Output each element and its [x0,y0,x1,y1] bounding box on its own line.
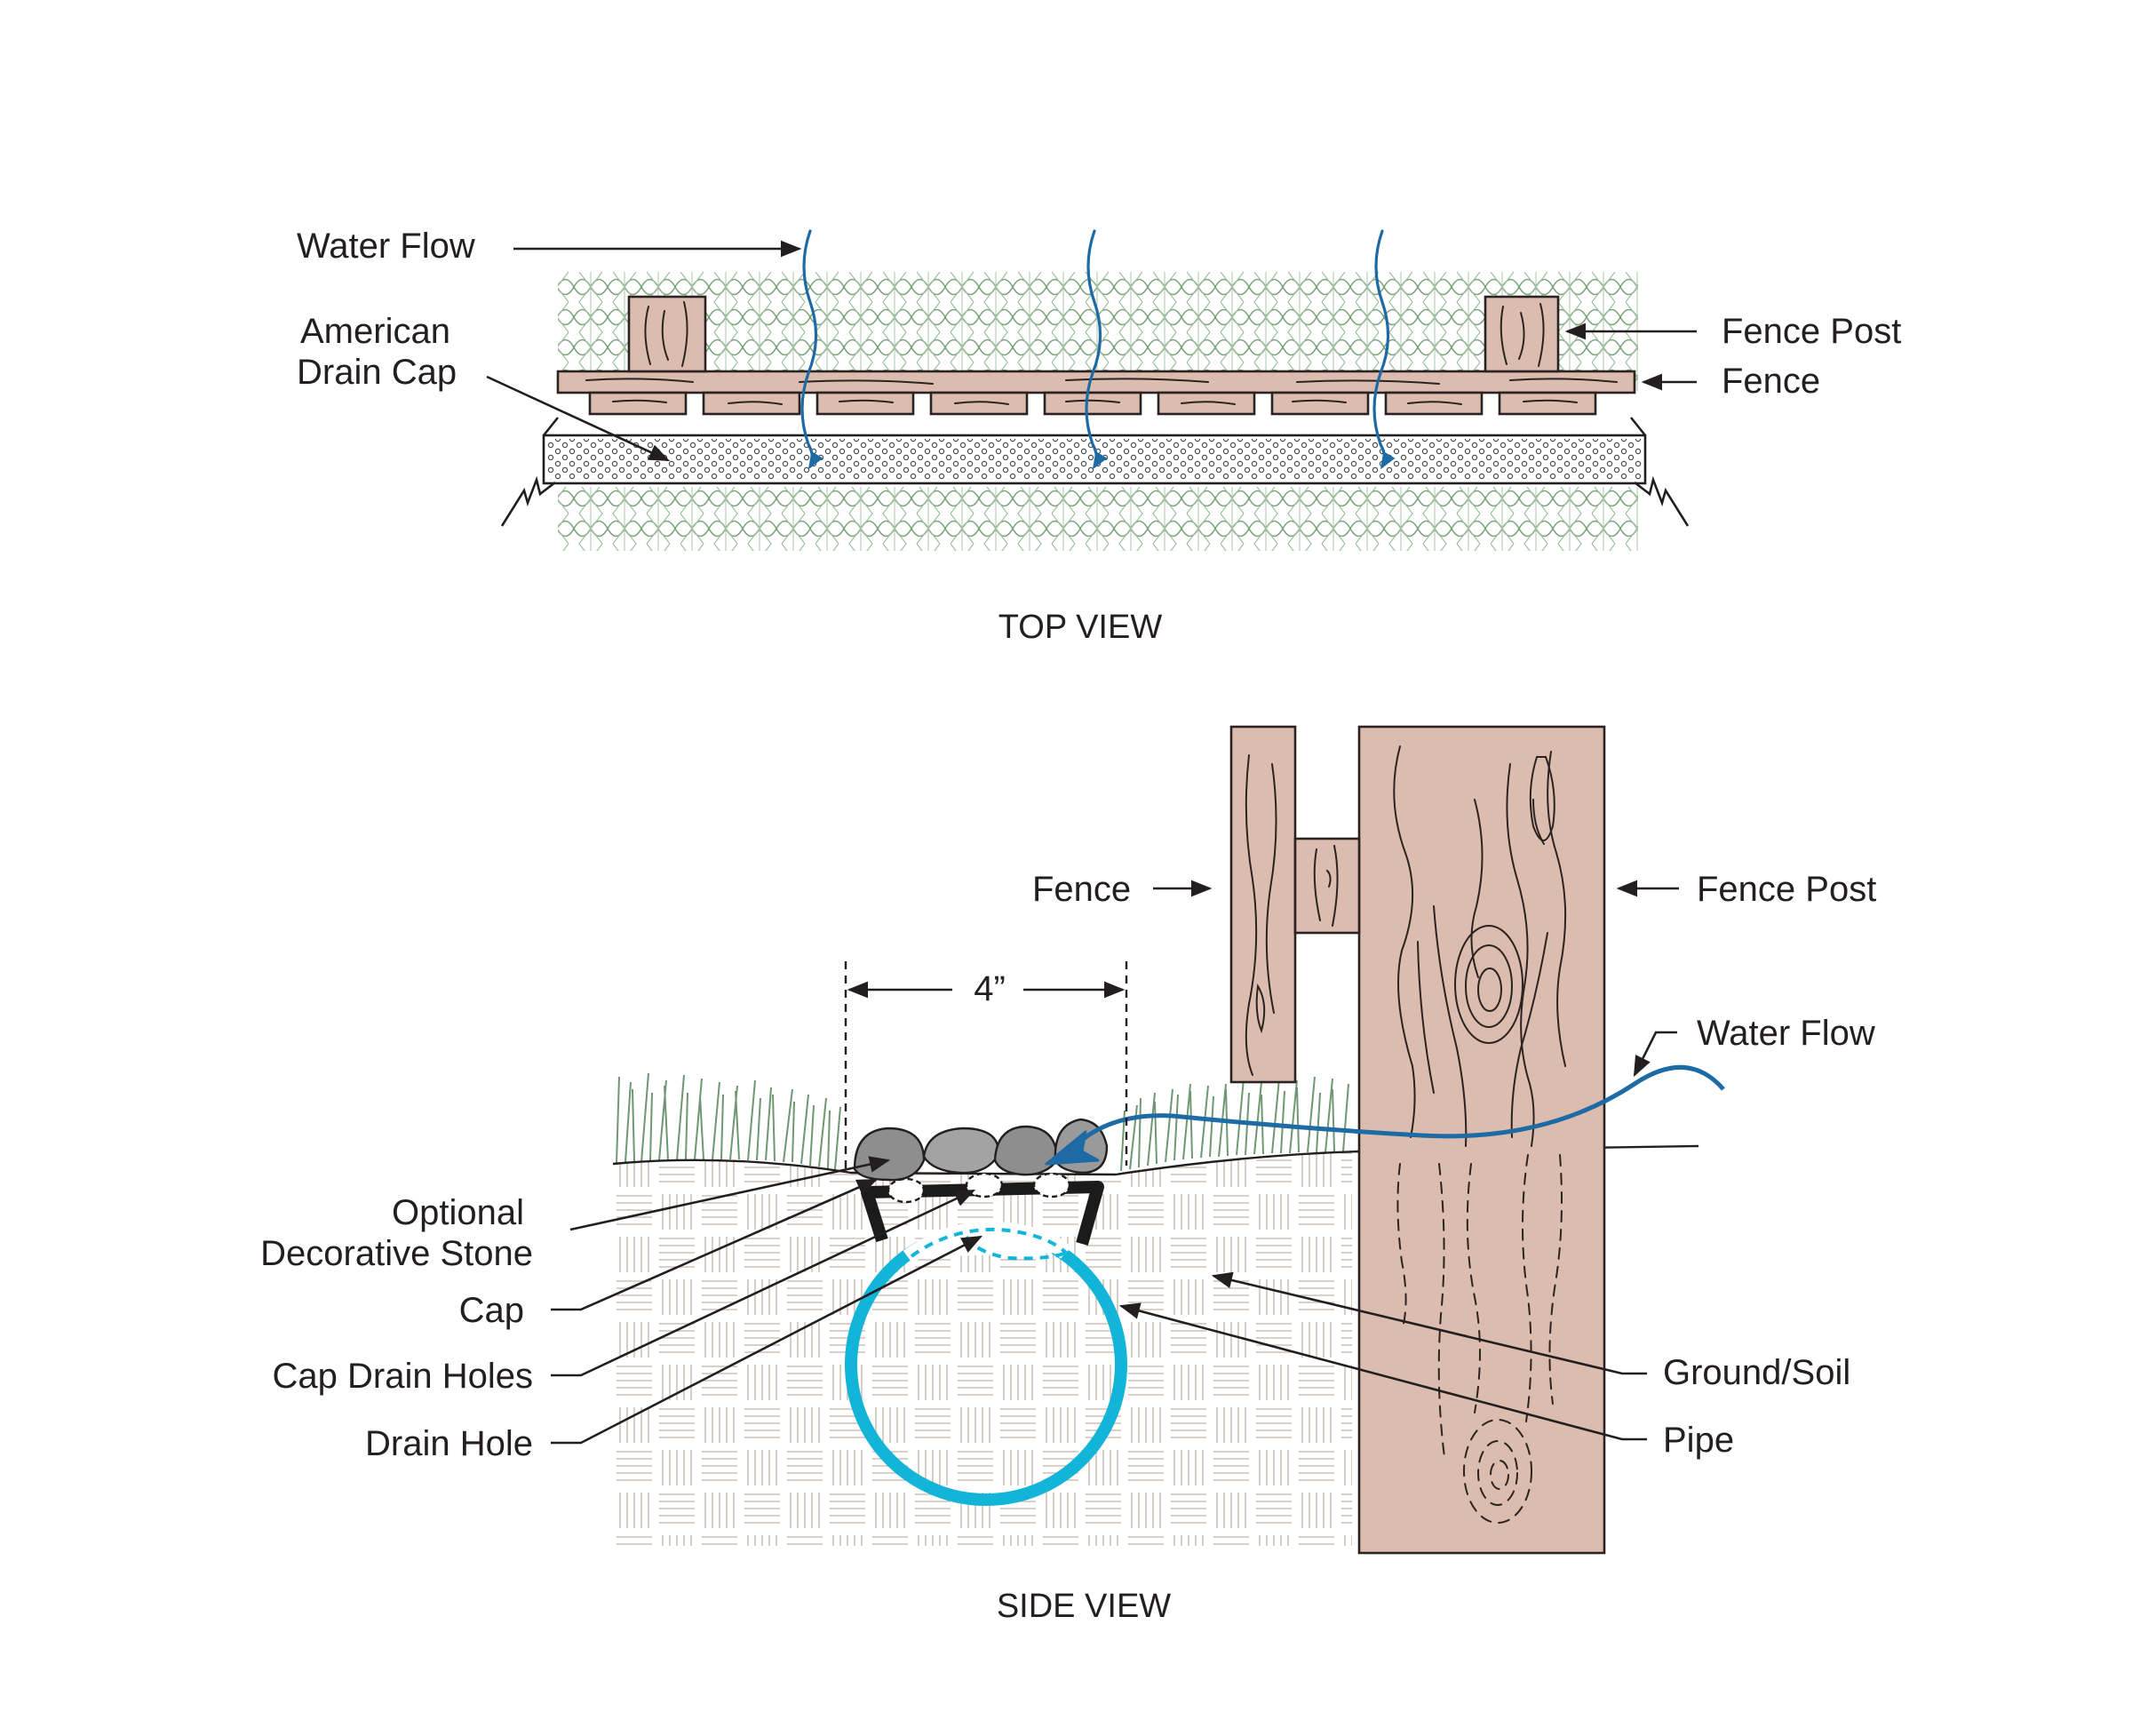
cap [861,1172,1104,1246]
side-label-decorative-stone-line2: Decorative Stone [260,1234,533,1273]
top-fence-post-right [1484,295,1560,373]
break-symbol-right [1634,475,1690,527]
side-label-cap-drain-holes: Cap Drain Holes [273,1357,533,1396]
cap-drain-hole-1 [887,1177,926,1204]
ground-line [612,1144,1699,1176]
top-label-drain-cap-line1: American [300,312,450,351]
side-water-flow-arrowhead [1045,1130,1100,1166]
side-label-drain-hole: Drain Hole [365,1424,533,1463]
side-fence [1229,725,1361,1084]
soil-ground [613,1151,1352,1546]
side-view-title: SIDE VIEW [997,1588,1171,1625]
top-label-water-flow: Water Flow [297,227,475,266]
top-fence-post-left [627,295,707,373]
side-arrow-ground-soil [1211,1271,1647,1375]
cap-drain-hole-3 [1032,1172,1071,1198]
pipe [845,1221,1127,1506]
top-water-flow-2 [1085,229,1108,470]
side-arrow-pipe [1118,1302,1647,1441]
top-fence [556,370,1636,416]
top-view: Water Flow American Drain Cap Fence Post… [297,227,1901,646]
side-label-fence-post: Fence Post [1697,870,1876,909]
top-water-flow-1 [800,229,823,470]
side-label-fence: Fence [1032,870,1131,909]
side-arrow-decorative-stone [569,1156,891,1231]
top-arrow-drain-cap [486,375,671,462]
side-view: 4” Fence Fence Post Water Flow Optional … [260,725,1876,1625]
side-fence-post [1357,725,1606,1555]
top-grass-lower [558,487,1638,551]
top-view-title: TOP VIEW [998,609,1163,646]
side-label-cap: Cap [459,1291,524,1330]
side-label-pipe: Pipe [1663,1421,1734,1460]
break-symbol-left [500,475,556,527]
side-label-ground-soil: Ground/Soil [1663,1353,1850,1392]
side-label-water-flow: Water Flow [1697,1014,1875,1053]
top-label-fence-post: Fence Post [1722,312,1901,351]
dimension-4in: 4” [844,961,1128,1175]
cap-drain-hole-2 [965,1172,1004,1198]
top-label-drain-cap-line2: Drain Cap [297,353,457,392]
side-arrow-drain-hole [551,1235,983,1445]
side-arrow-cap-drain-holes [551,1189,976,1377]
side-water-flow [1073,1065,1725,1148]
top-water-flow-3 [1372,229,1396,470]
grass-left [616,1072,841,1170]
side-arrow-cap [551,1178,879,1311]
dimension-label: 4” [974,969,1006,1008]
top-label-fence: Fence [1722,362,1820,401]
side-label-decorative-stone-line1: Optional [392,1193,524,1232]
side-arrow-water-flow [1633,1031,1677,1078]
